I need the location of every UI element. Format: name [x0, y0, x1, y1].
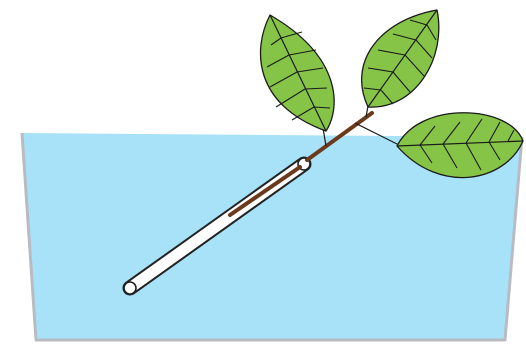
- stem: [228, 105, 402, 217]
- water: [22, 133, 522, 339]
- leaf-right: [396, 112, 524, 179]
- tube-bottom-end: [123, 281, 137, 295]
- leaf-top-right: [361, 9, 440, 108]
- leaf-top-left: [259, 14, 335, 132]
- container: [20, 132, 524, 342]
